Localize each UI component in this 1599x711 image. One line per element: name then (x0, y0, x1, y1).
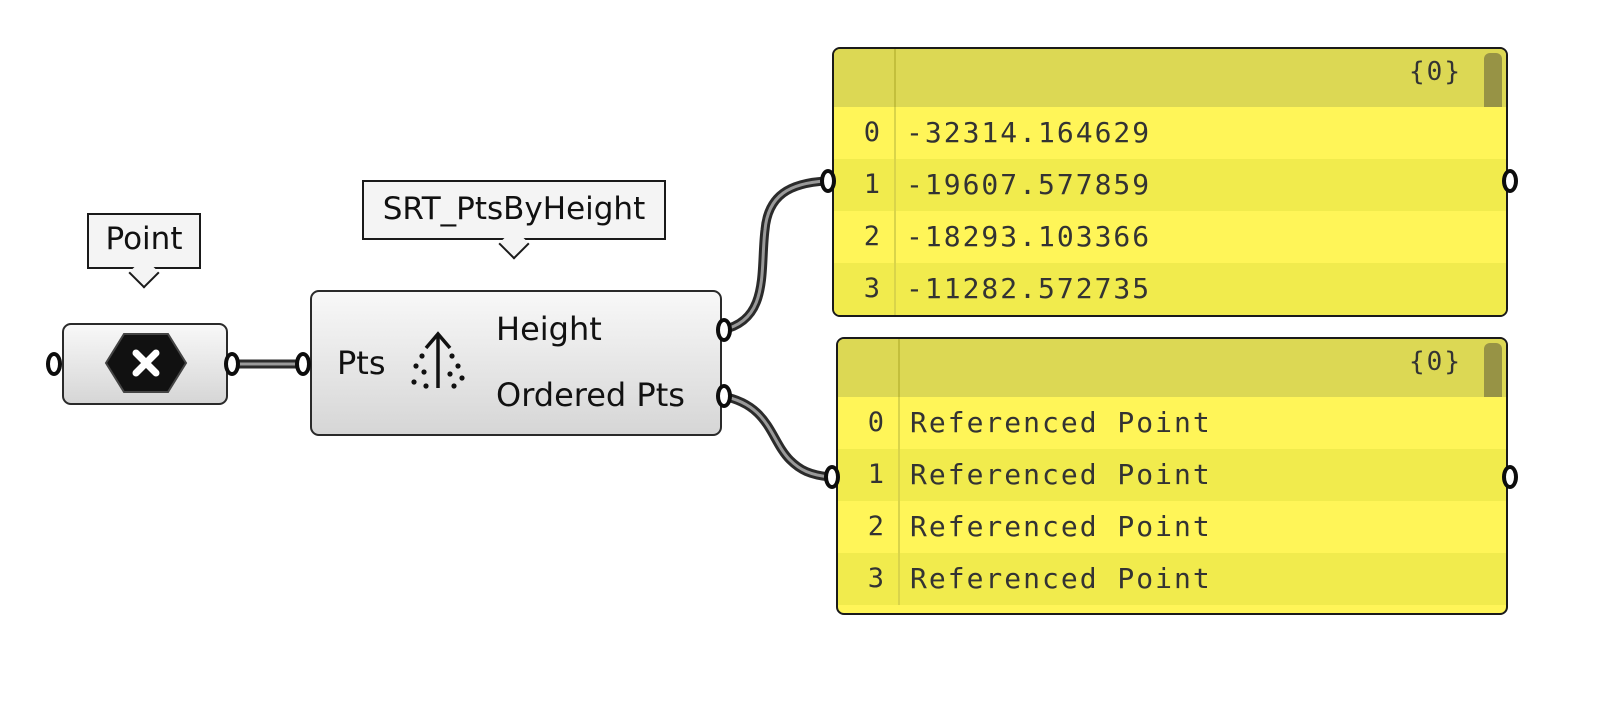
panel-scrollbar[interactable] (1484, 343, 1502, 407)
row-value: -18293.103366 (906, 220, 1152, 253)
row-value: -32314.164629 (906, 116, 1152, 149)
list-item: 1 Referenced Point (838, 449, 1506, 501)
list-item: 3 Referenced Point (838, 553, 1506, 605)
output-height-label[interactable]: Height (496, 310, 602, 348)
point-x-icon (104, 333, 188, 393)
ordered-pts-panel-output-grip[interactable] (1502, 465, 1518, 489)
row-value: -19607.577859 (906, 168, 1152, 201)
row-index: 2 (867, 511, 884, 542)
input-pts-label[interactable]: Pts (337, 344, 386, 382)
sort-pts-by-height-component[interactable]: Pts Height Ordered Pts (310, 290, 722, 436)
row-value: Referenced Point (910, 510, 1212, 543)
ordered-pts-panel-input-grip[interactable] (824, 465, 840, 489)
row-value: Referenced Point (910, 458, 1212, 491)
output-ordered-pts-label[interactable]: Ordered Pts (496, 376, 685, 414)
wire-orderedpts-to-panel[interactable] (721, 391, 831, 482)
ordered-pts-panel[interactable]: {0} 0 Referenced Point 1 Referenced Poin… (836, 337, 1508, 615)
wire-height-to-panel[interactable] (720, 176, 827, 335)
panel-header: {0} (838, 339, 1506, 397)
list-item: 3 -11282.572735 (834, 263, 1506, 315)
row-index: 3 (863, 273, 880, 304)
tooltip-tail (498, 228, 530, 260)
list-item: 0 -32314.164629 (834, 107, 1506, 159)
panel-path-label: {0} (1409, 347, 1462, 377)
tooltip-tail (128, 257, 160, 289)
component-output-grip-ordered-pts[interactable] (716, 384, 732, 408)
panel-scrollbar[interactable] (1484, 53, 1502, 117)
height-panel-output-grip[interactable] (1502, 169, 1518, 193)
row-value: Referenced Point (910, 406, 1212, 439)
row-value: -11282.572735 (906, 272, 1152, 305)
component-tooltip: SRT_PtsByHeight (362, 180, 666, 260)
row-index: 0 (863, 117, 880, 148)
panel-header: {0} (834, 49, 1506, 107)
row-index: 2 (863, 221, 880, 252)
list-item: 2 -18293.103366 (834, 211, 1506, 263)
row-index: 1 (867, 459, 884, 490)
row-index: 3 (867, 563, 884, 594)
panel-path-label: {0} (1409, 57, 1462, 87)
height-panel[interactable]: {0} 0 -32314.164629 1 -19607.577859 2 -1… (832, 47, 1508, 317)
sort-by-height-icon (411, 331, 465, 389)
component-output-grip-height[interactable] (716, 318, 732, 342)
point-tooltip-label: Point (105, 221, 183, 257)
row-index: 0 (867, 407, 884, 438)
point-tooltip: Point (87, 213, 201, 289)
component-input-grip-pts[interactable] (295, 352, 311, 376)
height-panel-input-grip[interactable] (820, 169, 836, 193)
point-param[interactable] (62, 323, 228, 405)
row-index: 1 (863, 169, 880, 200)
list-item: 1 -19607.577859 (834, 159, 1506, 211)
component-tooltip-label: SRT_PtsByHeight (382, 191, 646, 227)
point-param-input-grip[interactable] (46, 352, 62, 376)
list-item: 0 Referenced Point (838, 397, 1506, 449)
point-param-output-grip[interactable] (224, 352, 240, 376)
row-value: Referenced Point (910, 562, 1212, 595)
list-item: 2 Referenced Point (838, 501, 1506, 553)
